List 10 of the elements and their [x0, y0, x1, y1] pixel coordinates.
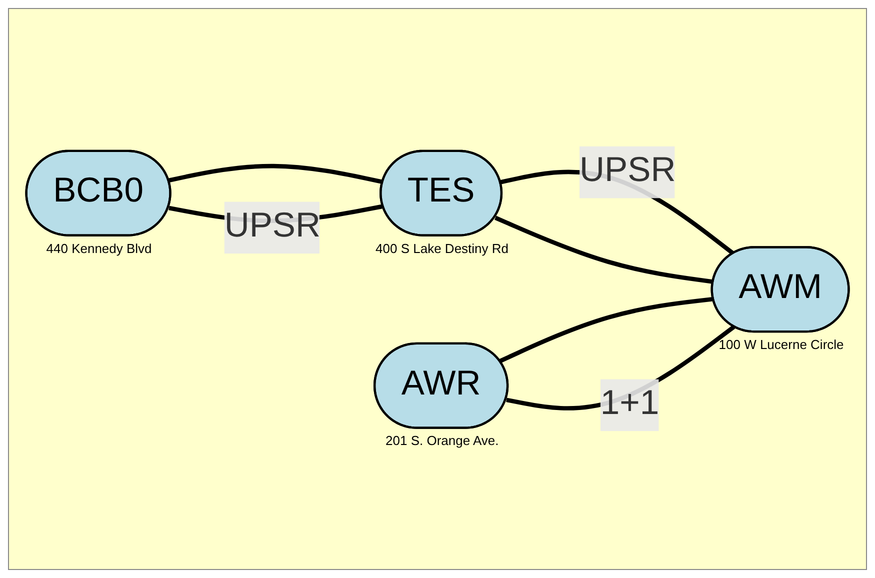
connector	[168, 164, 384, 185]
address-label: 440 Kennedy Blvd	[46, 240, 152, 256]
connector	[499, 297, 714, 364]
connector	[494, 216, 714, 284]
address-label: 100 W Lucerne Circle	[718, 336, 844, 352]
address-label: 201 S. Orange Ave.	[386, 433, 499, 448]
edge-label: 1+1	[600, 386, 660, 423]
edge-label: UPSR	[580, 153, 676, 190]
edge-label: UPSR	[224, 208, 320, 246]
address-label: 400 S Lake Destiny Rd	[376, 240, 509, 256]
